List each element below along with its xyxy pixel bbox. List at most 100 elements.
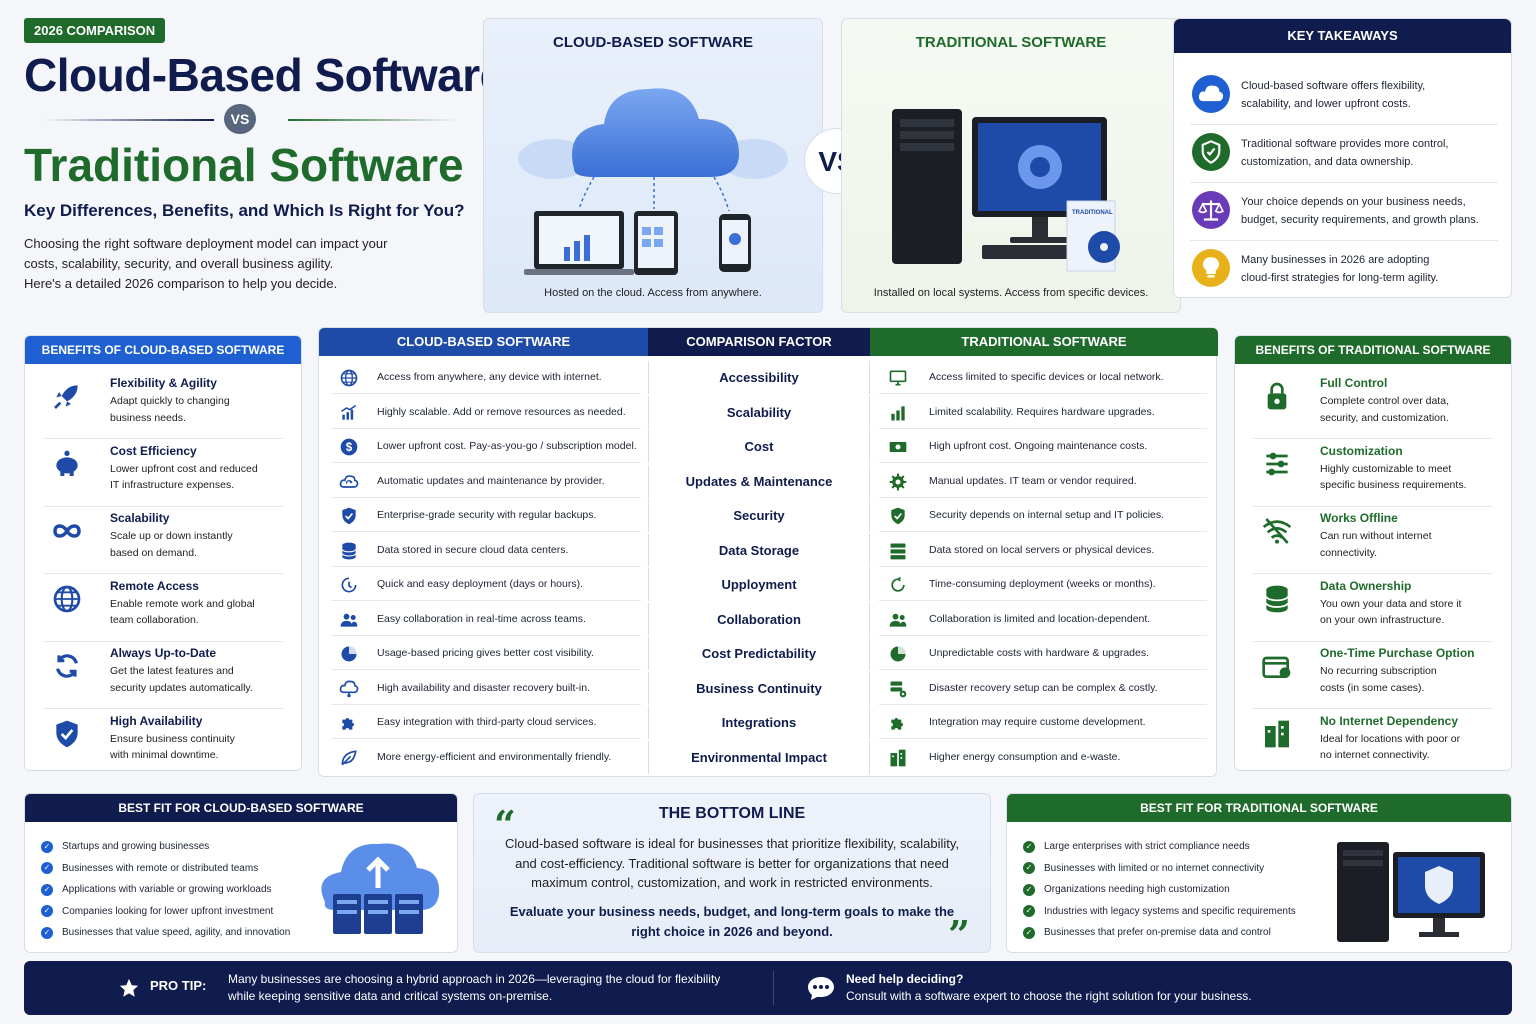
cloud-network-icon <box>339 679 359 699</box>
benefit-title: Full Control <box>1320 376 1388 390</box>
rocket-icon <box>51 380 83 412</box>
traditional-cell: Disaster recovery setup can be complex &… <box>929 681 1158 694</box>
pie-chart-icon <box>339 644 359 664</box>
building-icon <box>1261 718 1293 750</box>
bottom-line-title: THE BOTTOM LINE <box>658 805 806 822</box>
table-row: Easy collaboration in real-time across t… <box>319 602 1218 636</box>
database-icon <box>1261 583 1293 615</box>
bottom-line-card: “ THE BOTTOM LINE Cloud-based software i… <box>473 793 991 954</box>
cloud-cell: Enterprise-grade security with regular b… <box>377 509 597 521</box>
benefit-description: Complete control over data,security, and… <box>1320 395 1449 424</box>
check-icon: ✓ <box>1023 905 1035 918</box>
page-subtitle: Key Differences, Benefits, and Which Is … <box>24 201 465 220</box>
column-header-cloud: CLOUD-BASED SOFTWARE <box>319 328 648 356</box>
cloud-cell: Data stored in secure cloud data centers… <box>377 543 569 556</box>
hero-cloud-title: CLOUD-BASED SOFTWARE <box>553 34 753 51</box>
cloud-benefits-title: BENEFITS OF CLOUD-BASED SOFTWARE <box>25 336 301 364</box>
pie-chart-icon <box>888 644 908 664</box>
factor-cell: Environmental Impact <box>648 740 870 774</box>
factor-cell: Collaboration <box>648 602 870 636</box>
comparison-badge: 2026 COMPARISON <box>24 18 166 43</box>
hero-cloud-caption: Hosted on the cloud. Access from anywher… <box>544 287 762 299</box>
infinity-icon <box>51 515 83 547</box>
check-icon: ✓ <box>41 905 53 918</box>
comparison-table: CLOUD-BASED SOFTWARE COMPARISON FACTOR T… <box>318 327 1218 777</box>
takeaway-text: Cloud-based software offers flexibility,… <box>1241 80 1426 110</box>
factor-cell: Cost <box>648 430 870 463</box>
traditional-cell: Integration may require custome developm… <box>929 716 1146 728</box>
benefit-title: No Internet Dependency <box>1320 713 1459 728</box>
benefit-title: Always Up-to-Date <box>110 646 217 660</box>
takeaway-text: Your choice depends on your business nee… <box>1241 196 1479 226</box>
cloud-devices-illustration <box>518 88 788 275</box>
list-item: ✓Industries with legacy systems and spec… <box>1023 901 1296 923</box>
shield-check-icon <box>1192 133 1230 171</box>
svg-text:$: $ <box>346 441 353 454</box>
table-row: Access from anywhere, any device with in… <box>319 361 1218 394</box>
benefit-title: Flexibility & Agility <box>110 376 217 390</box>
traditional-cell: Data stored on local servers or physical… <box>929 543 1155 556</box>
column-header-factor: COMPARISON FACTOR <box>648 328 870 356</box>
bar-chart-icon <box>888 403 908 423</box>
cloud-best-fit-title: BEST FIT FOR CLOUD-BASED SOFTWARE <box>25 794 457 822</box>
table-row: More energy-efficient and environmentall… <box>319 740 1218 774</box>
cloud-cell: Access from anywhere, any device with in… <box>377 371 602 383</box>
factor-cell: Upployment <box>648 568 870 601</box>
check-icon: ✓ <box>1023 883 1035 896</box>
cloud-cell: Lower upfront cost. Pay-as-you-go / subs… <box>377 440 637 452</box>
cash-icon <box>888 437 908 457</box>
list-item: ✓Organizations needing high customizatio… <box>1023 879 1296 901</box>
hero-cloud-panel: CLOUD-BASED SOFTWARE Hosted on the cloud… <box>483 18 823 313</box>
cloud-cell: Easy collaboration in real-time across t… <box>377 612 586 625</box>
wifi-off-icon <box>1261 515 1293 547</box>
benefit-item: One-Time Purchase Option No recurring sub… <box>1253 642 1493 709</box>
title-traditional: Traditional Software <box>24 139 464 191</box>
takeaway-item: Your choice depends on your business nee… <box>1190 183 1498 241</box>
column-header-traditional: TRADITIONAL SOFTWARE <box>870 328 1218 356</box>
benefit-title: One-Time Purchase Option <box>1320 646 1475 660</box>
building-icon <box>888 748 908 768</box>
key-takeaways-card: KEY TAKEAWAYS Cloud-based software offer… <box>1173 18 1512 298</box>
puzzle-icon <box>888 713 908 733</box>
cloud-server-icon <box>321 843 440 934</box>
globe-icon <box>339 368 359 388</box>
cloud-cell: More energy-efficient and environmentall… <box>377 750 612 763</box>
cloud-sync-icon <box>339 472 359 492</box>
cloud-cell: Quick and easy deployment (days or hours… <box>377 578 584 590</box>
users-icon <box>888 610 908 630</box>
benefit-title: Data Ownership <box>1320 578 1412 593</box>
table-row: Usage-based pricing gives better cost vi… <box>319 637 1218 670</box>
factor-cell: Security <box>648 499 870 532</box>
cloud-cell: Easy integration with third-party cloud … <box>377 716 597 728</box>
monitor-icon <box>888 368 908 388</box>
cloud-cell: Automatic updates and maintenance by pro… <box>377 474 605 487</box>
check-icon: ✓ <box>1023 840 1035 853</box>
benefit-title: Scalability <box>110 511 170 525</box>
traditional-cell: Limited scalability. Requires hardware u… <box>929 405 1155 418</box>
shield-check-icon <box>51 718 83 750</box>
cloud-cell: Usage-based pricing gives better cost vi… <box>377 647 594 659</box>
table-row: Data stored in secure cloud data centers… <box>319 533 1218 567</box>
users-icon <box>339 610 359 630</box>
help-title: Need help deciding? <box>846 972 964 986</box>
cloud-upload-icon <box>1192 75 1230 113</box>
check-icon: ✓ <box>41 862 53 875</box>
chat-bubble-icon[interactable] <box>807 975 835 1001</box>
growth-chart-icon <box>339 403 359 423</box>
title-cloud: Cloud-Based Software <box>24 49 505 101</box>
leaf-icon <box>339 748 359 768</box>
traditional-cell: Unpredictable costs with hardware & upgr… <box>929 647 1150 659</box>
desktop-security-icon <box>1337 842 1485 942</box>
